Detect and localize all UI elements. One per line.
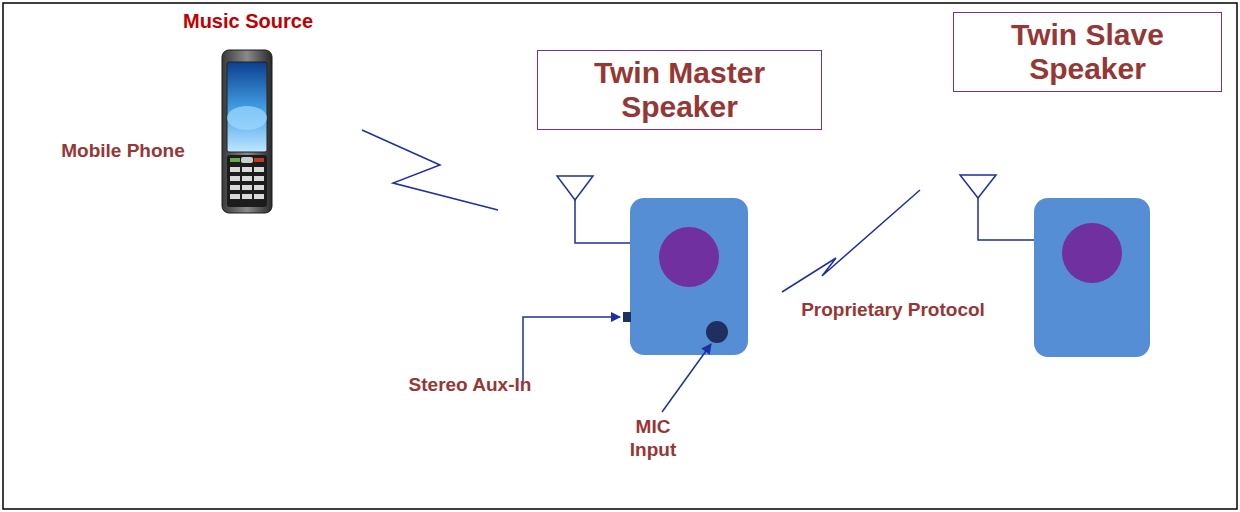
box-title: Twin Master Speaker [548, 56, 811, 123]
antenna [960, 175, 1034, 240]
wireless-link [782, 190, 920, 292]
part-label: Mobile Phone [38, 140, 208, 163]
wireless-link [362, 130, 498, 210]
antenna [557, 176, 630, 243]
frame [3, 3, 1237, 509]
speaker-body [1034, 198, 1150, 357]
speaker-body [623, 198, 748, 355]
mobile-phone-icon [222, 50, 272, 213]
part-label: MIC Input [617, 416, 689, 462]
mic-wire [662, 344, 711, 412]
part-label: Stereo Aux-In [380, 374, 560, 397]
aux-in-wire [523, 317, 620, 382]
label-box: Twin Master Speaker [537, 50, 822, 130]
part-label: Proprietary Protocol [763, 299, 1023, 322]
box-title: Twin Slave Speaker [964, 18, 1211, 85]
label-box: Twin Slave Speaker [953, 12, 1222, 92]
part-label: Music Source [168, 9, 328, 33]
